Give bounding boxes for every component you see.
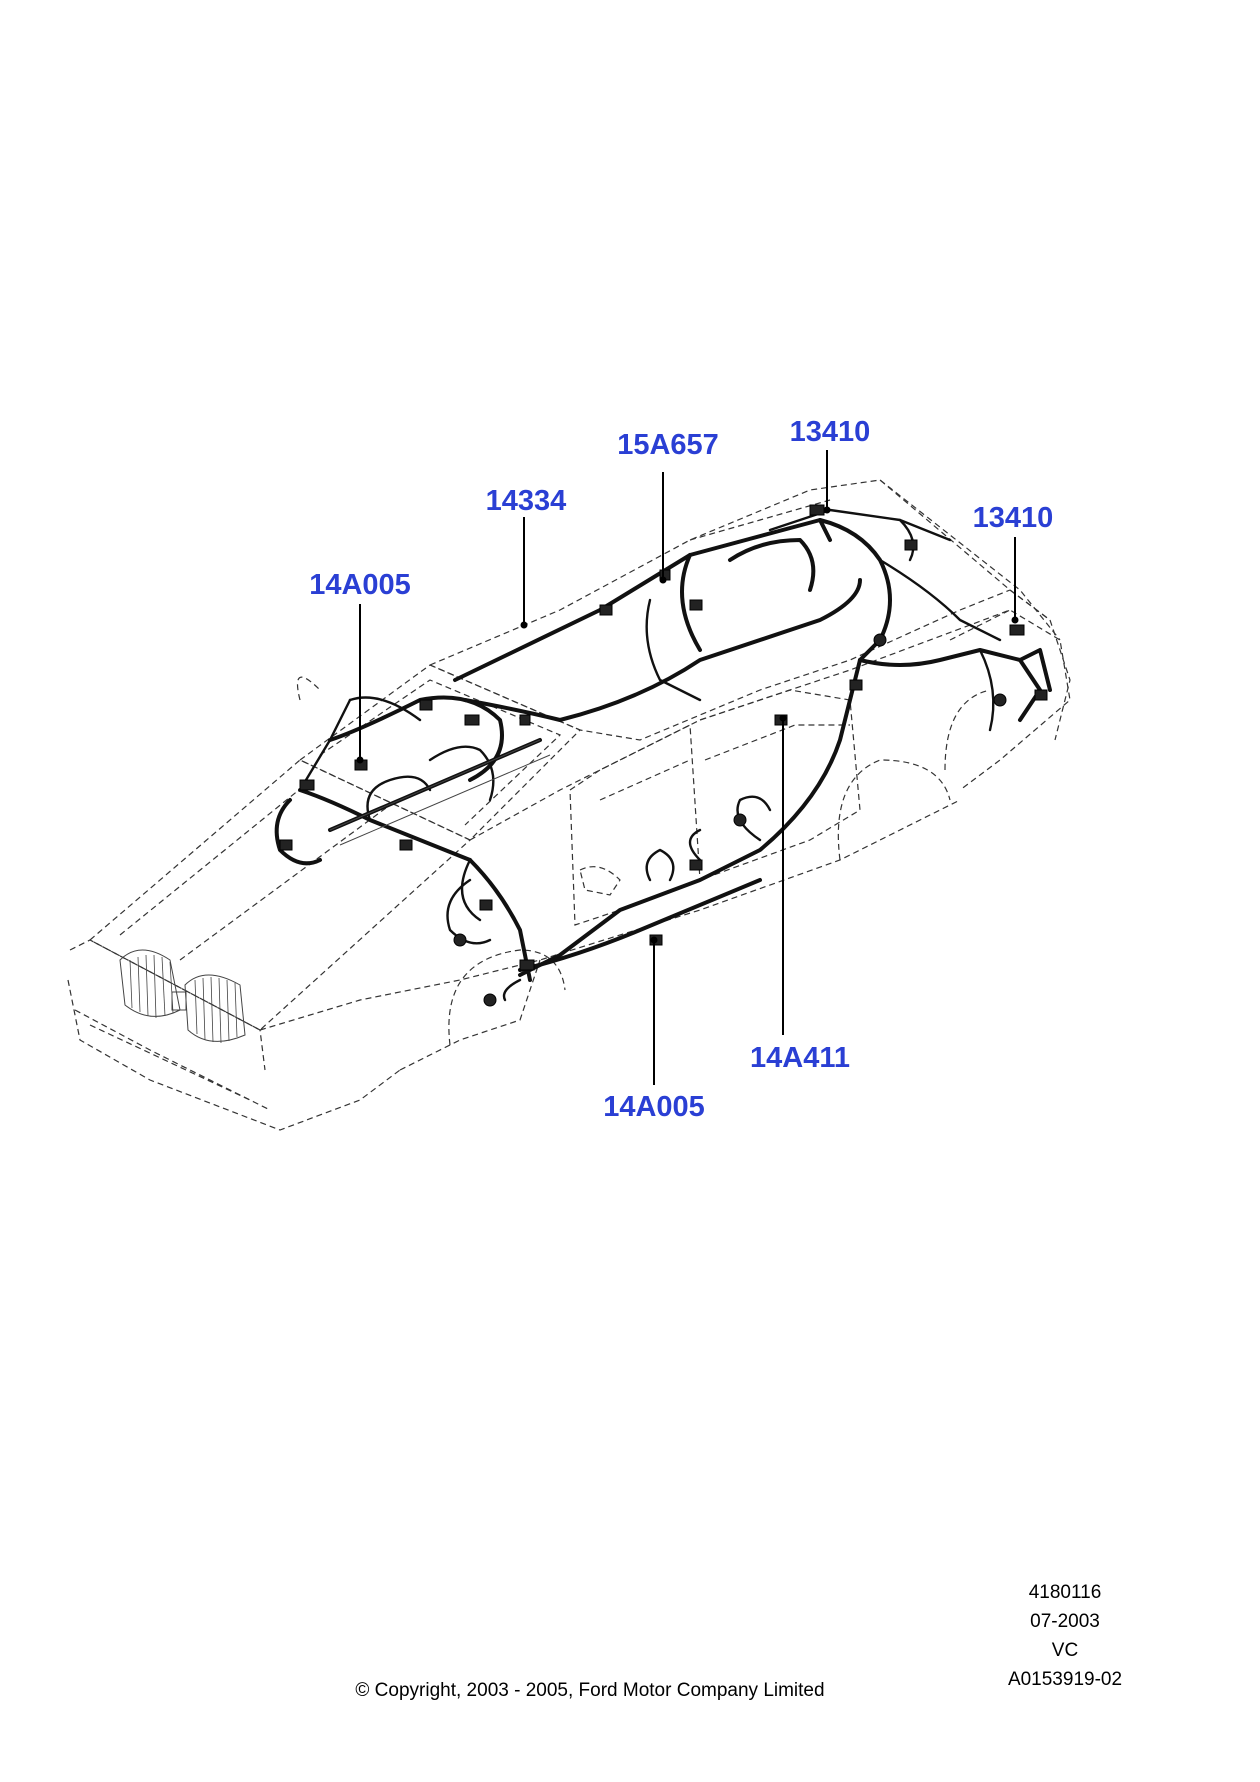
grille-graphic (119, 949, 246, 1044)
callout-labels: 14A005 14334 15A657 13410 13410 14A411 1… (309, 416, 1053, 1123)
copyright-notice: © Copyright, 2003 - 2005, Ford Motor Com… (355, 1680, 825, 1701)
vehicle-body-outline (67, 479, 1071, 1131)
harness-connectors (279, 504, 1048, 1007)
callout-label-15a657: 15A657 (617, 429, 719, 461)
reference-number: 4180116 (1028, 1582, 1102, 1603)
illustration-id: A0153919-02 (1007, 1669, 1123, 1690)
callout-label-14a411: 14A411 (750, 1042, 850, 1074)
reference-block: 4180116 07-2003 VC A0153919-02 (995, 1578, 1135, 1694)
reference-code: VC (1051, 1640, 1079, 1661)
callout-label-13410-rear: 13410 (973, 502, 1054, 534)
callout-label-14334: 14334 (486, 485, 567, 517)
reference-date: 07-2003 (1030, 1611, 1100, 1632)
harness-wires (274, 508, 1052, 1002)
callout-label-14a005-floor: 14A005 (603, 1091, 705, 1123)
callout-leaders (356, 450, 1019, 1085)
callout-label-14a005-front: 14A005 (309, 569, 411, 601)
callout-label-13410-roof: 13410 (790, 416, 871, 448)
